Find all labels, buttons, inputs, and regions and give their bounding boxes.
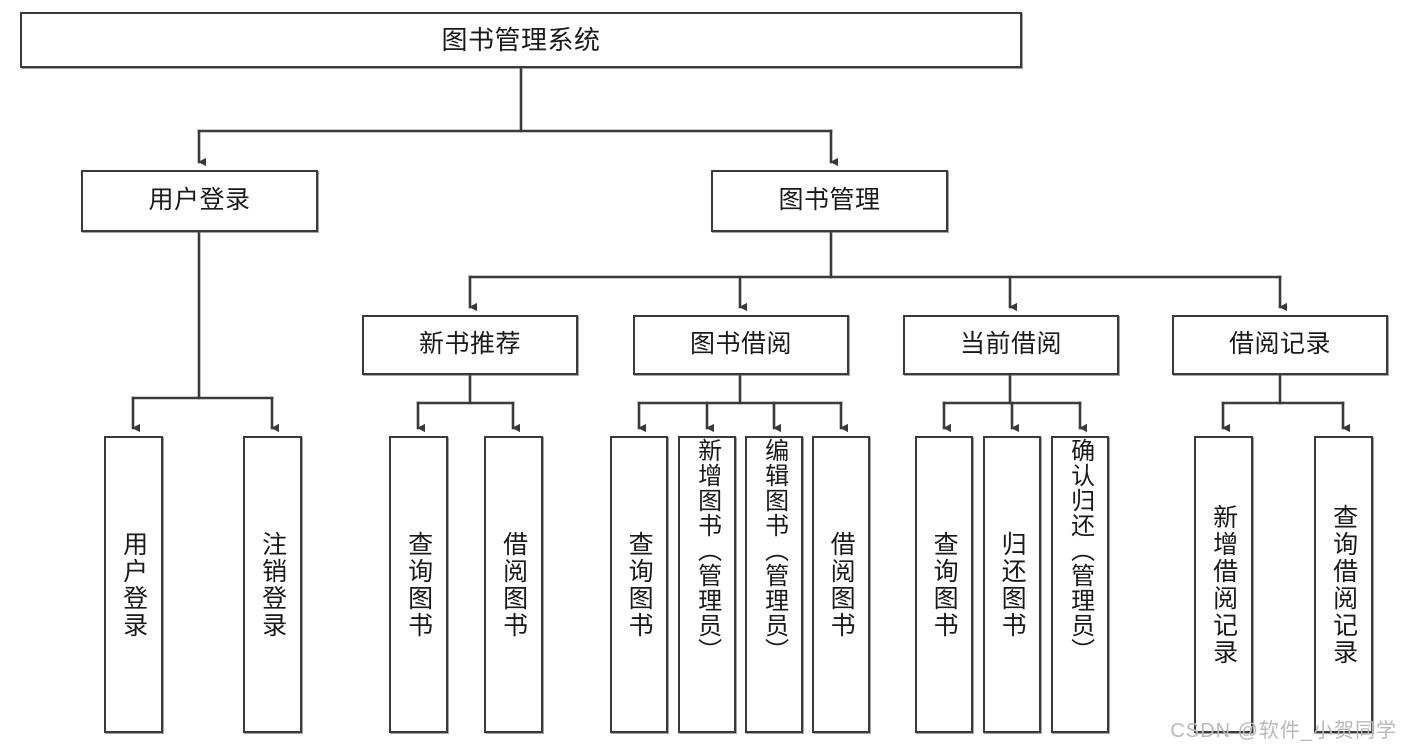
node-label: 查询图书 — [404, 530, 433, 639]
node-label: 新书推荐 — [418, 330, 521, 359]
node-label: 用户登录 — [119, 530, 148, 639]
node-label: 查询图书 — [930, 530, 959, 639]
leaf-borrow-borrow-book[interactable]: 借阅图书 — [812, 436, 870, 733]
leaf-recommend-borrow-book[interactable]: 借阅图书 — [484, 436, 543, 733]
leaf-current-query-book[interactable]: 查询图书 — [915, 436, 973, 733]
leaf-record-query-borrow-record[interactable]: 查询借阅记录 — [1314, 436, 1373, 733]
leaf-borrow-edit-book-admin[interactable]: 编辑图书（管理员） — [745, 436, 803, 733]
node-label: 确认归还（管理员） — [1066, 438, 1094, 663]
node-label: 图书管理 — [778, 186, 881, 215]
leaf-record-add-borrow-record[interactable]: 新增借阅记录 — [1194, 436, 1253, 733]
csdn-watermark: CSDN @软件_小贺同学 — [1170, 720, 1397, 742]
node-label: 图书管理系统 — [441, 24, 601, 55]
leaf-borrow-query-book[interactable]: 查询图书 — [610, 436, 668, 733]
node-label: 新增图书（管理员） — [693, 438, 721, 663]
node-label: 借阅图书 — [827, 530, 856, 639]
node-label: 当前借阅 — [959, 330, 1062, 359]
node-book-borrow[interactable]: 图书借阅 — [633, 315, 849, 375]
leaf-current-return-book[interactable]: 归还图书 — [983, 436, 1041, 733]
node-borrow-record[interactable]: 借阅记录 — [1172, 315, 1388, 375]
node-label: 借阅记录 — [1228, 330, 1331, 359]
node-label: 查询借阅记录 — [1329, 503, 1358, 666]
node-label: 新增借阅记录 — [1209, 503, 1238, 666]
node-label: 归还图书 — [998, 530, 1027, 639]
node-label: 图书借阅 — [689, 330, 792, 359]
node-new-book-recommend[interactable]: 新书推荐 — [362, 315, 578, 375]
leaf-borrow-add-book-admin[interactable]: 新增图书（管理员） — [678, 436, 736, 733]
node-book-management[interactable]: 图书管理 — [711, 170, 948, 232]
node-current-borrow[interactable]: 当前借阅 — [903, 315, 1119, 375]
node-label: 编辑图书（管理员） — [760, 438, 788, 663]
leaf-user-login-login[interactable]: 用户登录 — [104, 436, 163, 733]
node-label: 借阅图书 — [499, 530, 528, 639]
node-user-login[interactable]: 用户登录 — [81, 170, 318, 232]
node-label: 注销登录 — [258, 530, 287, 639]
leaf-user-login-logout[interactable]: 注销登录 — [243, 436, 302, 733]
leaf-recommend-query-book[interactable]: 查询图书 — [389, 436, 448, 733]
leaf-current-confirm-return-admin[interactable]: 确认归还（管理员） — [1051, 436, 1109, 733]
node-label: 用户登录 — [148, 186, 251, 215]
node-label: 查询图书 — [625, 530, 654, 639]
node-root-book-management-system[interactable]: 图书管理系统 — [20, 12, 1022, 68]
